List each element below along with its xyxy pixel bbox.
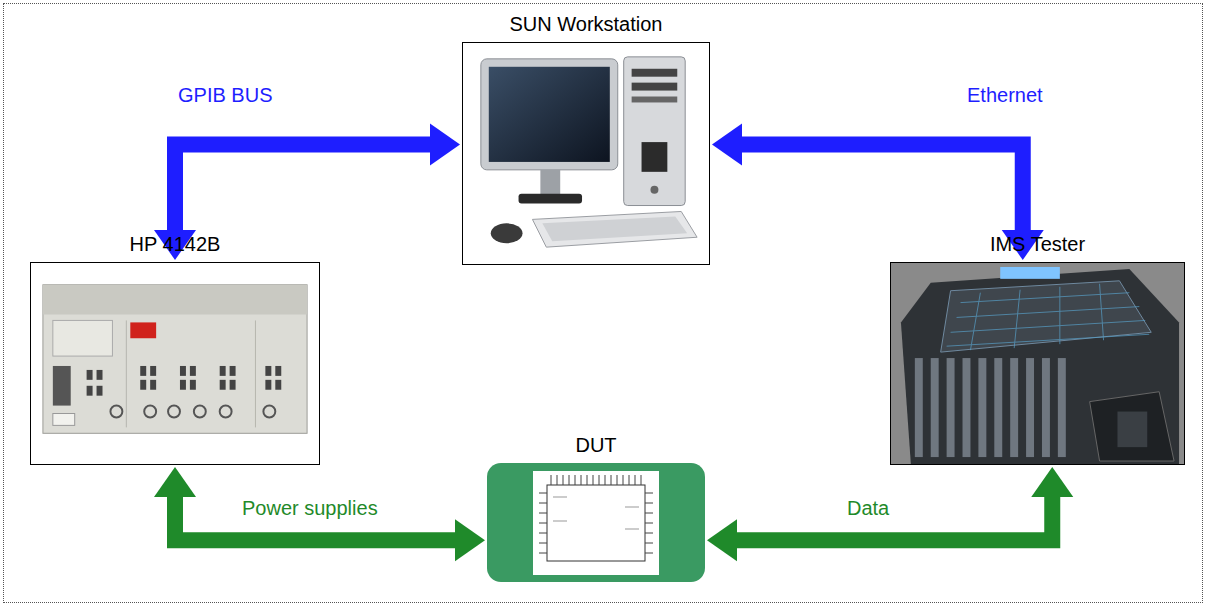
workstation-picture — [463, 43, 709, 264]
arrow-shaft — [741, 145, 1023, 231]
edge-label: Data — [844, 496, 892, 520]
bus-arrow — [154, 467, 485, 561]
edge-label: Ethernet — [964, 83, 1046, 107]
tester-node: IMS Tester — [890, 232, 1185, 465]
tester-frame — [890, 262, 1185, 465]
dut-node: DUT — [487, 433, 705, 582]
arrow-head — [1031, 467, 1073, 497]
node-heading: SUN Workstation — [462, 12, 710, 36]
node-heading: HP 4142B — [30, 232, 320, 256]
instrument-frame — [30, 262, 320, 465]
edge-label: GPIB BUS — [175, 83, 275, 107]
arrow-head — [154, 467, 196, 497]
chip-picture — [487, 463, 705, 582]
arrow-head — [430, 124, 460, 166]
node-heading: IMS Tester — [890, 232, 1185, 256]
dut-frame — [487, 463, 705, 582]
arrow-head — [455, 519, 485, 561]
bus-arrow — [707, 467, 1073, 561]
arrow-shaft — [736, 496, 1052, 540]
instrument-node: HP 4142B — [30, 232, 320, 465]
tester-picture — [891, 263, 1184, 464]
workstation-node: SUN Workstation — [462, 12, 710, 265]
arrow-head — [707, 519, 737, 561]
arrow-shaft — [175, 496, 456, 540]
arrow-shaft — [175, 145, 431, 231]
edge-label: Power supplies — [239, 496, 381, 520]
workstation-frame — [462, 42, 710, 265]
instrument-picture — [31, 263, 319, 464]
node-heading: DUT — [487, 433, 705, 457]
arrow-head — [712, 124, 742, 166]
